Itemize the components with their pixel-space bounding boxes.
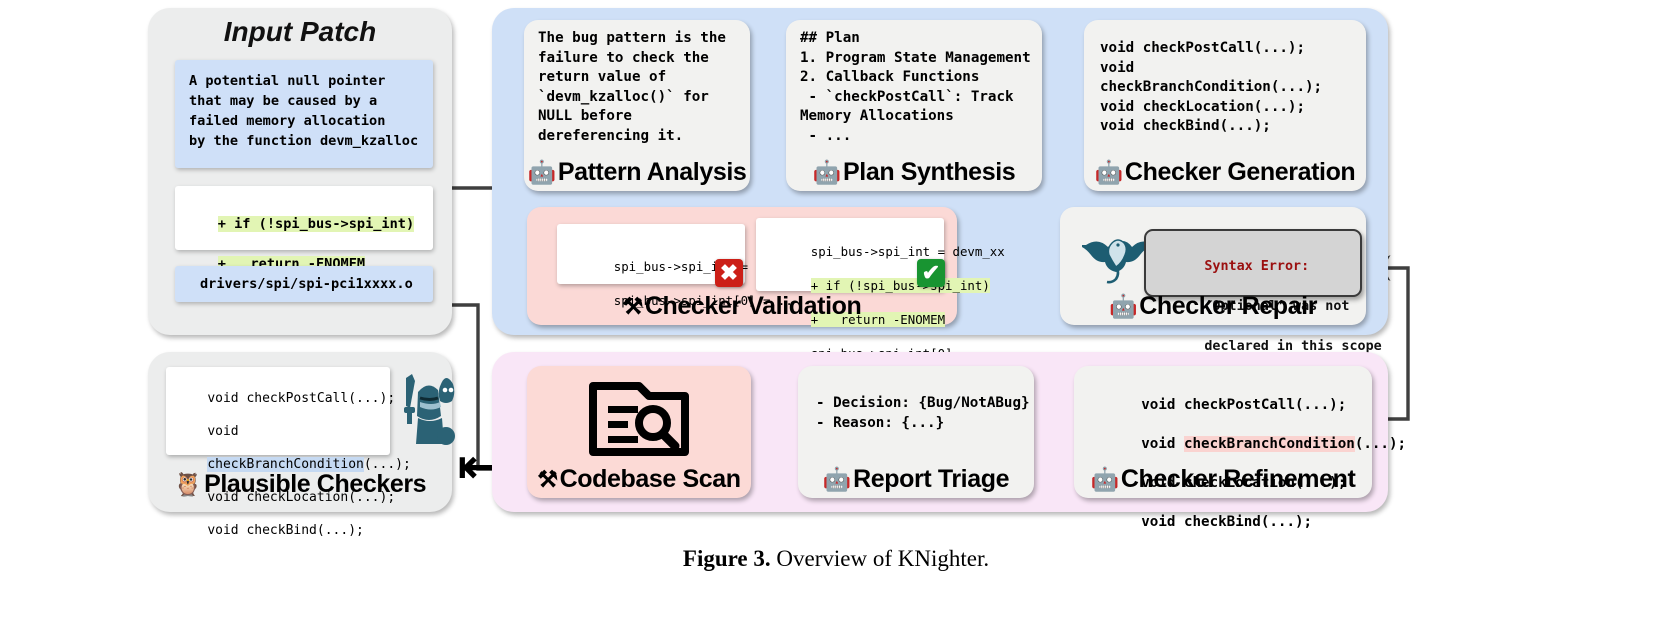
folder-search-icon — [589, 382, 689, 456]
stage-codebase-scan[interactable]: ⚒ Codebase Scan — [527, 366, 751, 498]
plan-synthesis-body: ## Plan 1. Program State Management 2. C… — [800, 30, 1031, 144]
owl-icon: 🦉 — [173, 471, 203, 497]
report-triage-body: - Decision: {Bug/NotABug} - Reason: {...… — [816, 395, 1030, 431]
syntax-error-tooltip: Syntax Error: ‘Optional’ was not declare… — [1144, 229, 1382, 354]
pc-line-4: void checkLocation(...); — [207, 489, 396, 505]
diff-added-line-1: + if (!spi_bus->spi_int) — [217, 216, 415, 232]
checker-refinement-body: void checkPostCall(...); void checkBranc… — [1090, 376, 1406, 552]
stage-plan-synthesis[interactable]: ## Plan 1. Program State Management 2. C… — [786, 20, 1042, 191]
plan-synthesis-title-text: Plan Synthesis — [843, 158, 1016, 186]
plausible-checkers-code: void checkPostCall(...); void checkBranc… — [166, 367, 411, 538]
pos-line-3-highlight: + return -ENOMEM — [810, 312, 946, 327]
pattern-analysis-body: The bug pattern is the failure to check … — [538, 30, 726, 144]
cr-line-4: void checkBind(...); — [1141, 513, 1313, 530]
caption-label: Figure 3. — [682, 546, 771, 571]
checker-repair-title-text: Checker Repair — [1139, 292, 1318, 320]
check-badge: ✔ — [917, 259, 945, 287]
robot-icon: 🤖 — [1090, 466, 1120, 492]
codebase-scan-title: ⚒ Codebase Scan — [527, 465, 751, 494]
robot-icon: 🤖 — [822, 466, 852, 492]
cross-badge: ✖ — [715, 259, 743, 287]
robot-icon: 🤖 — [527, 159, 557, 185]
input-patch-object-file: drivers/spi/spi-pci1xxxx.o — [175, 266, 433, 302]
neg-line-2: spi_bus->spi_int[0] = .. — [613, 293, 793, 308]
plausible-checkers-title: 🦉 Plausible Checkers — [148, 470, 452, 499]
error-title: Syntax Error: — [1204, 259, 1310, 274]
checker-repair-title: 🤖 Checker Repair — [1060, 292, 1366, 321]
checker-generation-body: void checkPostCall(...); void checkBranc… — [1100, 40, 1323, 134]
report-triage-title: 🤖 Report Triage — [798, 465, 1034, 494]
cr-line-2-highlight: checkBranchCondition — [1183, 435, 1355, 452]
error-line-1: ‘Optional’ was not — [1204, 299, 1350, 314]
input-patch-heading: Input Patch — [223, 16, 377, 47]
validation-positive-case: spi_bus->spi_int = devm_xx + if (!spi_bu… — [756, 218, 1005, 361]
checker-refinement-title-text: Checker Refinement — [1120, 465, 1356, 493]
knight-owl-mascot-icon — [404, 374, 455, 445]
pc-line-1: void checkPostCall(...); — [207, 390, 396, 406]
report-triage-title-text: Report Triage — [853, 465, 1010, 493]
hammer-pick-icon: ⚒ — [622, 293, 644, 319]
pc-line-5: void checkBind(...); — [207, 522, 364, 538]
pattern-analysis-title: 🤖 Pattern Analysis — [524, 158, 750, 187]
figure-caption: Figure 3. Overview of KNighter. — [0, 546, 1672, 572]
double-left-arrow-icon: ⇤ — [458, 440, 497, 492]
checker-generation-title-text: Checker Generation — [1124, 158, 1356, 186]
pos-line-1: spi_bus->spi_int = devm_xx — [810, 244, 1005, 259]
caption-text: Overview of KNighter. — [770, 546, 990, 571]
pc-line-3-highlight: checkBranchCondition — [207, 456, 364, 472]
stage-pattern-analysis[interactable]: The bug pattern is the failure to check … — [524, 20, 750, 191]
checker-validation-title-text: Checker Validation — [644, 292, 862, 320]
codebase-scan-title-text: Codebase Scan — [559, 465, 741, 493]
pattern-analysis-title-text: Pattern Analysis — [557, 158, 747, 186]
stage-report-triage[interactable]: - Decision: {Bug/NotABug} - Reason: {...… — [798, 366, 1034, 498]
robot-icon: 🤖 — [1108, 293, 1138, 319]
stage-checker-validation[interactable]: spi_bus->spi_int = devm_xx spi_bus->spi_… — [527, 207, 1005, 361]
pos-line-2-highlight: + if (!spi_bus->spi_int) — [810, 278, 990, 293]
pc-line-2: void — [207, 423, 239, 439]
robot-icon: 🤖 — [812, 159, 842, 185]
stage-checker-refinement[interactable]: void checkPostCall(...); void checkBranc… — [1074, 366, 1406, 530]
checker-generation-title: 🤖 Checker Generation — [1084, 158, 1366, 187]
stage-checker-repair[interactable]: Syntax Error: ‘Optional’ was not declare… — [1060, 207, 1382, 354]
llvm-dragon-icon — [1082, 239, 1154, 284]
robot-icon: 🤖 — [1094, 159, 1124, 185]
cr-line-3: void checkLocation(...); — [1141, 474, 1347, 491]
cr-line-2-post: (...); — [1354, 435, 1407, 452]
checker-validation-title: ⚒ Checker Validation — [527, 292, 957, 321]
hammer-pick-icon: ⚒ — [537, 466, 558, 492]
input-patch-diff: + if (!spi_bus->spi_int) + return -ENOME… — [175, 186, 433, 272]
cr-line-2-pre: void — [1141, 435, 1184, 452]
checker-refinement-title: 🤖 Checker Refinement — [1074, 465, 1372, 494]
cr-line-1: void checkPostCall(...); — [1141, 396, 1347, 413]
stage-checker-generation[interactable]: void checkPostCall(...); void checkBranc… — [1084, 20, 1366, 191]
input-patch-description: A potential null pointer that may be cau… — [175, 60, 433, 168]
plausible-checkers-title-text: Plausible Checkers — [204, 470, 427, 498]
pc-line-3-rest: (...); — [363, 456, 411, 472]
plan-synthesis-title: 🤖 Plan Synthesis — [786, 158, 1042, 187]
error-line-2: declared in this scope — [1204, 339, 1382, 354]
